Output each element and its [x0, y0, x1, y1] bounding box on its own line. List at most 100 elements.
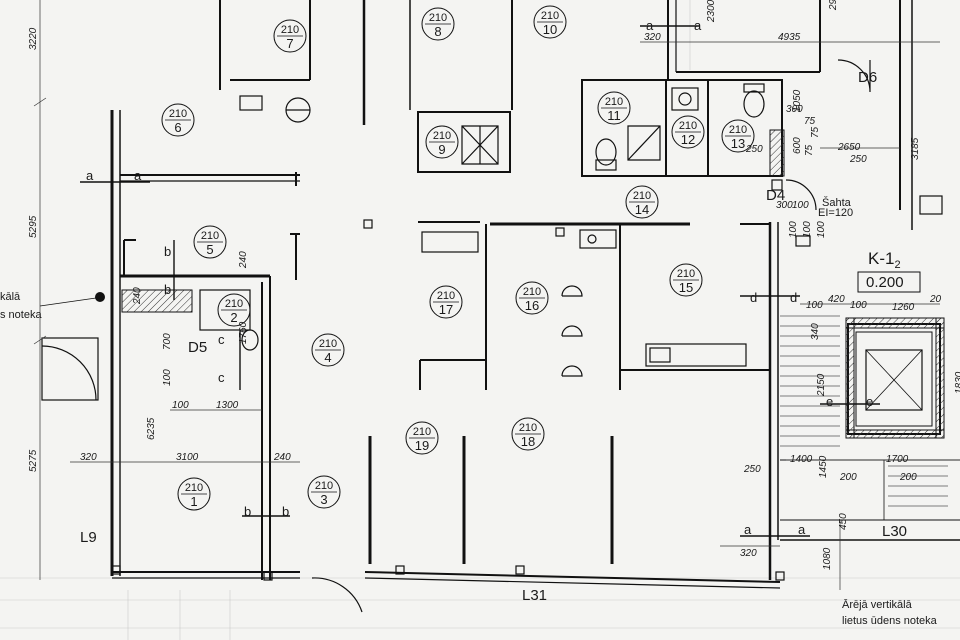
gutter-note-line-1: Ārējā vertikālā — [842, 599, 913, 611]
window-label-l9: L9 — [80, 529, 97, 546]
room-floor-code: 210 — [523, 286, 541, 298]
svg-text:1300: 1300 — [216, 400, 239, 411]
dimension-texts: 3220 5295 5275 6235 700 100 1760 240 240… — [28, 0, 960, 570]
svg-text:200: 200 — [839, 472, 857, 483]
svg-text:2300: 2300 — [706, 0, 717, 23]
door-label-d6: D6 — [858, 69, 877, 86]
svg-text:1260: 1260 — [892, 302, 915, 313]
svg-text:320: 320 — [644, 32, 661, 43]
room-floor-code: 210 — [541, 10, 559, 22]
room-floor-code: 210 — [185, 482, 203, 494]
room-floor-code: 210 — [281, 24, 299, 36]
svg-text:e: e — [826, 394, 833, 409]
room-tags: 2101210221032104210521062107210821092101… — [161, 5, 755, 511]
room-floor-code: 210 — [429, 12, 447, 24]
window-label-l31: L31 — [522, 587, 547, 604]
room-number: 17 — [439, 302, 453, 317]
room-floor-code: 210 — [201, 230, 219, 242]
svg-text:300: 300 — [786, 104, 803, 115]
svg-text:420: 420 — [828, 294, 845, 305]
svg-text:d: d — [750, 290, 757, 305]
svg-text:450: 450 — [838, 513, 849, 530]
shaft-label-k1: K-12 — [868, 249, 901, 271]
gutter-note-line-2: lietus ūdens noteka — [842, 615, 938, 627]
room-number: 10 — [543, 22, 557, 37]
svg-text:100: 100 — [816, 221, 827, 238]
room-floor-code: 210 — [225, 298, 243, 310]
svg-text:250: 250 — [743, 464, 761, 475]
room-floor-code: 210 — [319, 338, 337, 350]
svg-text:1760: 1760 — [238, 321, 249, 344]
svg-text:1450: 1450 — [818, 455, 829, 478]
svg-text:a: a — [86, 168, 94, 183]
svg-text:b: b — [282, 504, 289, 519]
room-number: 1 — [190, 494, 197, 509]
svg-text:100: 100 — [792, 200, 809, 211]
svg-text:e: e — [866, 394, 873, 409]
room-number: 16 — [525, 298, 539, 313]
room-floor-code: 210 — [677, 268, 695, 280]
svg-text:250: 250 — [745, 144, 763, 155]
room-number: 2 — [230, 310, 237, 325]
door-label-d4: D4 — [766, 187, 785, 204]
room-number: 11 — [607, 108, 621, 123]
svg-text:6235: 6235 — [146, 417, 157, 440]
svg-text:75: 75 — [804, 116, 816, 127]
fire-rating-label: EI=120 — [818, 207, 853, 219]
svg-text:250: 250 — [849, 154, 867, 165]
svg-text:3220: 3220 — [28, 27, 39, 50]
room-floor-code: 210 — [519, 422, 537, 434]
room-floor-code: 210 — [413, 426, 431, 438]
svg-text:1400: 1400 — [790, 454, 813, 465]
svg-text:100: 100 — [802, 221, 813, 238]
room-floor-code: 210 — [679, 120, 697, 132]
svg-text:75: 75 — [804, 144, 815, 156]
room-number: 14 — [635, 202, 649, 217]
svg-text:a: a — [744, 522, 752, 537]
svg-text:b: b — [164, 244, 171, 259]
svg-text:a: a — [134, 168, 142, 183]
room-floor-code: 210 — [729, 124, 747, 136]
svg-text:240: 240 — [238, 251, 249, 269]
drain-note-line-1: kālā — [0, 291, 21, 303]
room-floor-code: 210 — [633, 190, 651, 202]
level-value: 0.200 — [866, 274, 904, 291]
svg-text:100: 100 — [788, 221, 799, 238]
room-number: 5 — [206, 242, 213, 257]
svg-text:2650: 2650 — [837, 142, 861, 153]
room-floor-code: 210 — [169, 108, 187, 120]
room-number: 8 — [434, 24, 441, 39]
room-floor-code: 210 — [433, 130, 451, 142]
svg-text:a: a — [646, 18, 654, 33]
walls — [110, 0, 960, 589]
svg-text:100: 100 — [850, 300, 867, 311]
svg-text:300: 300 — [776, 200, 793, 211]
svg-text:5275: 5275 — [28, 449, 39, 472]
svg-text:20: 20 — [929, 294, 942, 305]
drain-leader — [39, 297, 97, 307]
svg-text:b: b — [164, 282, 171, 297]
svg-text:c: c — [218, 332, 225, 347]
svg-text:2150: 2150 — [816, 373, 827, 397]
room-number: 6 — [174, 120, 181, 135]
svg-text:d: d — [790, 290, 797, 305]
svg-text:600: 600 — [792, 137, 803, 154]
room-number: 4 — [324, 350, 331, 365]
svg-text:290: 290 — [828, 0, 839, 11]
svg-text:240: 240 — [273, 452, 291, 463]
svg-text:100: 100 — [806, 300, 823, 311]
window-label-l30: L30 — [882, 523, 907, 540]
